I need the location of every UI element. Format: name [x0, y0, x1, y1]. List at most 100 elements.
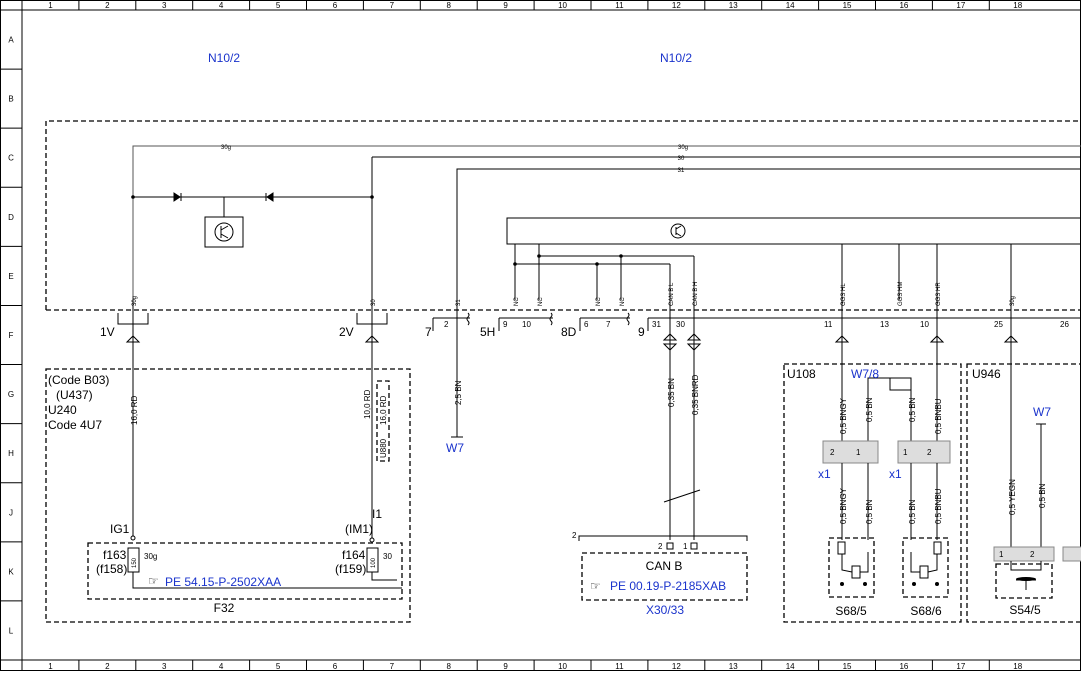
grid-col-label: 2 [105, 662, 110, 671]
grid-col-label: 4 [219, 662, 224, 671]
fuse-30-term: 30 [383, 552, 392, 561]
grid-col-label: 3 [162, 1, 167, 10]
pin-nc-1: NC [514, 297, 520, 306]
pin-nc-2: NC [538, 297, 544, 306]
wire-label-u880: U880 [379, 438, 388, 458]
grid-col-label: 16 [899, 1, 908, 10]
connector-5h-a: 9 [503, 320, 508, 329]
grid-row-label: B [8, 95, 13, 104]
canb-p2: 2 [658, 542, 663, 551]
wire-label-25bn: 2,5 BN [454, 380, 463, 405]
grid-row-label: L [9, 626, 14, 635]
wire-label-16rd-b: 16,0 RD [379, 395, 388, 425]
pin-10: 10 [920, 320, 929, 329]
x30-33-box [581, 552, 748, 601]
transistor-icon [214, 222, 234, 242]
sw5-pin-a: 2 [830, 448, 835, 457]
grid-col-label: 6 [333, 1, 338, 10]
transistor-box-left [204, 216, 244, 248]
wire-label-16rd: 16,0 RD [130, 395, 139, 425]
grid-col-label: 1 [48, 1, 53, 10]
grid-row-label: K [8, 567, 14, 576]
wire-label-05bn-c: 0,5 BN [865, 499, 874, 524]
connector-5h: 5H [480, 325, 495, 339]
pin-can-b-h: CAN B H [693, 282, 699, 306]
grid-col-label: 9 [503, 662, 508, 671]
label-w7-8: W7/8 [851, 367, 879, 381]
grid-col-label: 6 [333, 662, 338, 671]
connector-x1-a [822, 440, 879, 464]
fuse-amp-2: 100 [371, 557, 377, 568]
grid-col-label: 9 [503, 1, 508, 10]
grid-col-label: 14 [786, 662, 795, 671]
label-n10-right: N10/2 [660, 51, 692, 65]
wire-label-05bngy-b: 0,5 BNGY [839, 487, 848, 524]
label-f32: F32 [214, 601, 235, 615]
grid-col-label: 1 [48, 662, 53, 671]
pin-26: 26 [1060, 320, 1069, 329]
fuse-f158-label: (f158) [96, 562, 127, 576]
connector-5h-b: 10 [522, 320, 531, 329]
connector-1v: 1V [100, 325, 115, 339]
wire-label-05bn-b: 0,5 BN [908, 397, 917, 422]
label-w7-b: W7 [1033, 405, 1051, 419]
s54-pin-a: 1 [999, 550, 1004, 559]
ref-hand-icon: ☞ [148, 574, 159, 588]
connector-9: 9 [638, 325, 645, 339]
grid-col-label: 2 [105, 1, 110, 10]
bus-30g-label: 30g [221, 145, 231, 151]
pin-30g: 30g [132, 296, 138, 306]
code-4u7: Code 4U7 [48, 418, 102, 432]
canb-title: CAN B [646, 559, 683, 573]
grid-col-label: 12 [672, 662, 681, 671]
pin-ggs-hr: GGS HR [936, 282, 942, 306]
wire-label-035bn: 0,35 BN [667, 378, 676, 407]
connector-7-pin: 2 [444, 320, 449, 329]
switch-s68-6 [902, 537, 949, 598]
code-u437: (U437) [56, 388, 93, 402]
grid-row-label: D [8, 213, 14, 222]
grid-col-label: 16 [899, 662, 908, 671]
ref-pe54[interactable]: PE 54.15-P-2502XAA [165, 575, 281, 589]
bus-31-label: 31 [678, 168, 685, 174]
connector-s54 [993, 546, 1055, 562]
bus-31 [456, 168, 1081, 300]
u108-boundary [783, 363, 962, 623]
transistor-icon-right [670, 223, 686, 239]
label-x30-33: X30/33 [646, 603, 684, 617]
grid-row-label: C [8, 154, 14, 163]
wire-label-05bnbu: 0,5 BNBU [934, 398, 943, 434]
pin-13: 13 [880, 320, 889, 329]
grid-col-label: 13 [729, 1, 738, 10]
u880-box [376, 380, 390, 462]
pin-25: 25 [994, 320, 1003, 329]
fuse-ig1: IG1 [110, 522, 130, 536]
wire-label-05yegn: 0,5 YEGN [1008, 479, 1017, 515]
grid-col-label: 11 [615, 1, 624, 10]
fuse-30g-term: 30g [144, 552, 157, 561]
connector-8d: 8D [561, 325, 577, 339]
connector-x1-b [897, 440, 951, 464]
canb-pin-label: 2 [572, 531, 577, 540]
grid-col-label: 5 [276, 662, 281, 671]
grid-col-label: 14 [786, 1, 795, 10]
sw6-pin-b: 2 [927, 448, 932, 457]
grid-col-label: 7 [390, 662, 395, 671]
fuse-f159-label: (f159) [335, 562, 366, 576]
pin-nc-4: NC [620, 297, 626, 306]
grid-col-label: 11 [615, 662, 624, 671]
fuse-amp-1: 150 [132, 557, 138, 568]
canb-ref-icon: ☞ [590, 579, 601, 593]
code-b03: (Code B03) [48, 373, 109, 387]
bus-30g-label-right: 30g [678, 145, 688, 151]
pin-31: 31 [456, 299, 462, 306]
grid-col-label: 7 [390, 1, 395, 10]
ref-pe00[interactable]: PE 00.19-P-2185XAB [610, 579, 726, 593]
grid-col-label: 10 [558, 662, 567, 671]
grid-col-label: 3 [162, 662, 167, 671]
fuse-f163-label: f163 [103, 548, 127, 562]
